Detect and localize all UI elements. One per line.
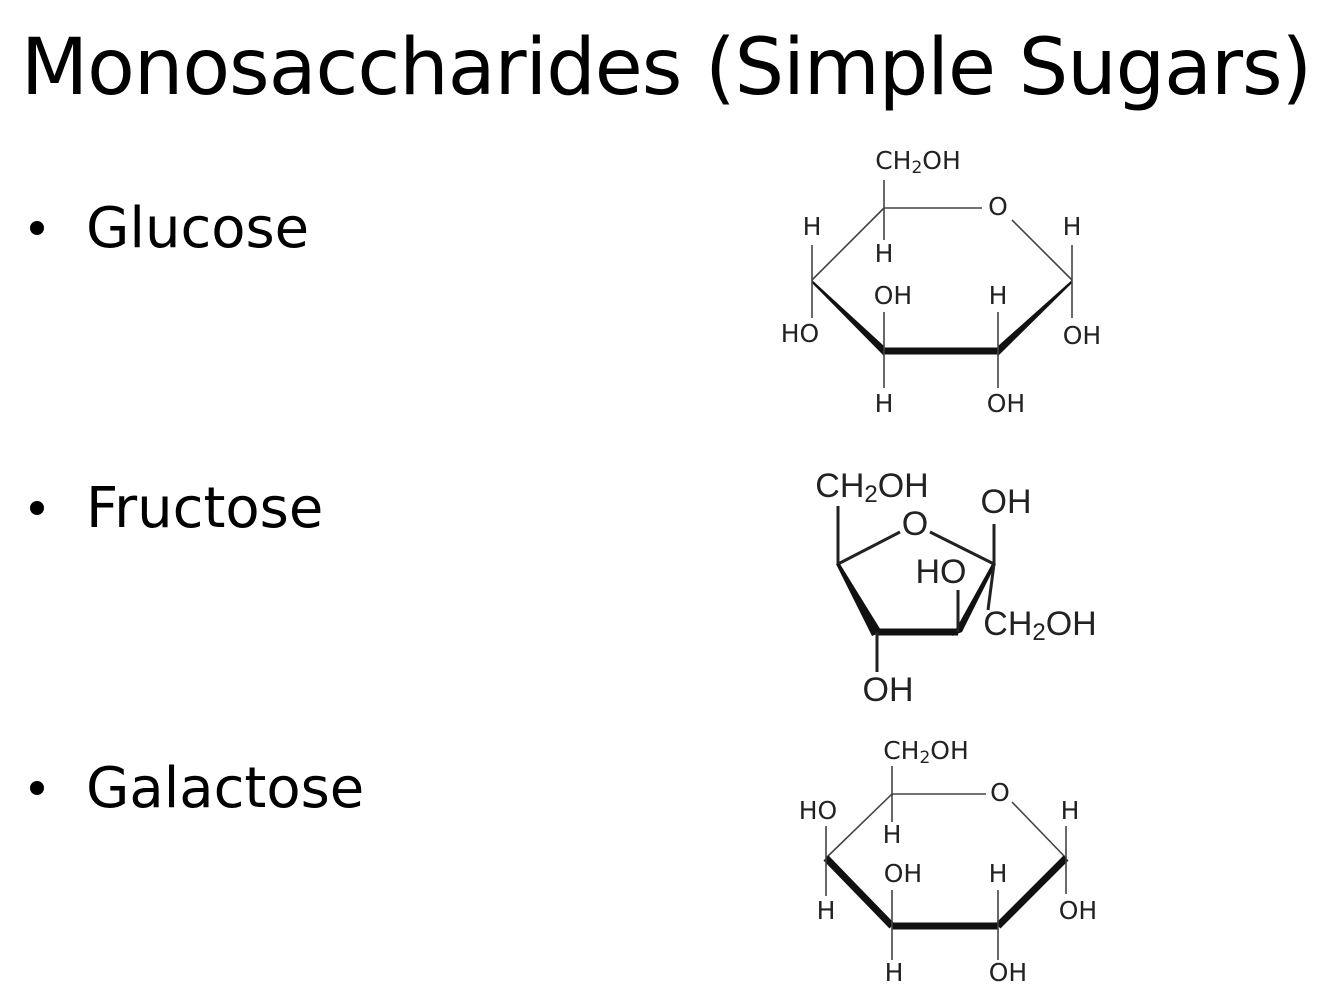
ring-bond — [837, 530, 901, 566]
ring-oxygen-label: O — [902, 505, 928, 543]
bullet-fructose: Fructose — [30, 474, 323, 544]
c2-up-label: OH — [981, 483, 1032, 521]
bullet-glucose: Glucose — [30, 194, 309, 264]
ring-oxygen-label: O — [990, 778, 1010, 807]
c4-up-label: HO — [799, 796, 837, 825]
c2-up-label: H — [989, 859, 1008, 888]
ring-wedge-bond — [952, 564, 996, 636]
c1-down-label: OH — [1063, 321, 1101, 350]
ch2oh-label: CH2OH — [883, 736, 969, 768]
c4-down-label: HO — [781, 319, 819, 348]
c2-down-label: OH — [987, 389, 1025, 418]
ring-bond — [1011, 219, 1073, 281]
ring-bond — [995, 855, 1069, 929]
c4-down-label: H — [817, 896, 836, 925]
ch2oh-top-label: CH2OH — [815, 467, 928, 508]
galactose-structure: CH2OH O H OH H OH OH H HO H H — [790, 730, 1120, 1000]
c3-down-label: H — [885, 958, 904, 987]
c1-up-label: H — [1063, 212, 1082, 241]
c4-down-label: OH — [863, 671, 914, 709]
ring-bond — [825, 793, 893, 859]
c2-up-label: H — [989, 281, 1008, 310]
ring-bond — [823, 855, 895, 929]
ring-bond — [1011, 801, 1067, 859]
c2-down-label: OH — [989, 958, 1027, 987]
bullet-dot-icon — [30, 220, 44, 235]
fructose-structure: CH2OH O OH CH2OH HO OH — [800, 460, 1120, 720]
c5-h-label: H — [883, 820, 902, 849]
substituent-bond — [986, 563, 996, 611]
glucose-structure: CH2OH O H OH H OH OH H H HO H — [760, 140, 1120, 430]
ring-wedge-bond — [836, 564, 882, 636]
ring-wedge-bond — [812, 280, 884, 356]
ring-bond — [811, 207, 885, 281]
c3-down-label: H — [875, 389, 894, 418]
c1-down-label: OH — [1059, 896, 1097, 925]
c3-up-label: OH — [884, 859, 922, 888]
ch2oh-label: CH2OH — [875, 146, 961, 178]
bullet-label: Galactose — [86, 756, 365, 821]
c1-up-label: H — [1061, 796, 1080, 825]
bullet-label: Fructose — [86, 476, 324, 541]
ring-oxygen-label: O — [988, 192, 1008, 221]
c4-up-label: H — [803, 212, 822, 241]
ring-bond — [929, 530, 995, 566]
slide-title: Monosaccharides (Simple Sugars) — [20, 23, 1312, 113]
c3-up-label: OH — [874, 281, 912, 310]
bullet-dot-icon — [30, 500, 44, 515]
fructose-ring-diagram: CH2OH O OH CH2OH HO OH — [815, 467, 1096, 709]
c3-up-label: HO — [916, 553, 967, 591]
bullet-galactose: Galactose — [30, 754, 364, 824]
c5-h-label: H — [875, 239, 894, 268]
glucose-ring-diagram: CH2OH O H OH H OH OH H H HO H — [781, 146, 1101, 418]
bullet-label: Glucose — [86, 196, 310, 261]
bullet-dot-icon — [30, 780, 44, 795]
galactose-ring-diagram: CH2OH O H OH H OH OH H HO H H — [799, 736, 1097, 987]
ring-wedge-bond — [998, 280, 1072, 356]
c2-down-label: CH2OH — [983, 605, 1096, 646]
